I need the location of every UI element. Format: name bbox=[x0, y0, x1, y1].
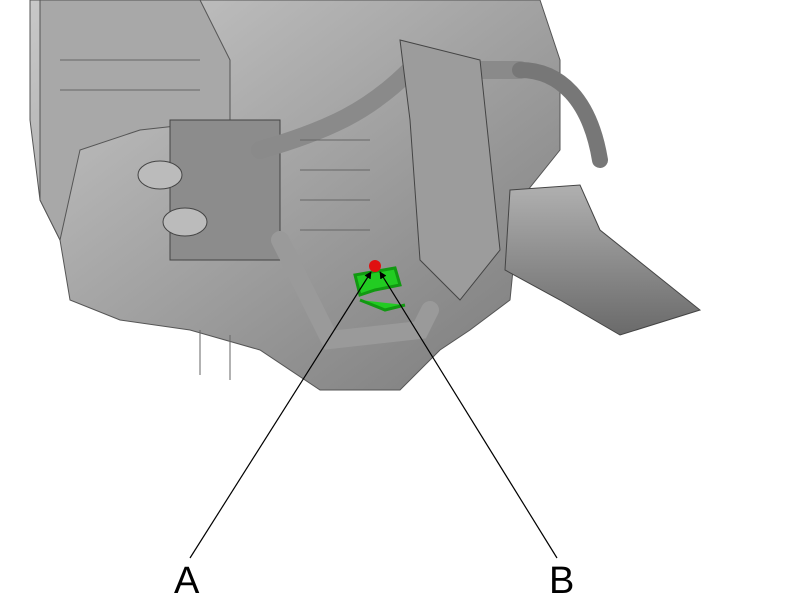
leader-line-b bbox=[379, 271, 558, 559]
refrigerant-pipe bbox=[271, 231, 439, 350]
callout-label-b: B bbox=[549, 560, 575, 601]
leader-line-a bbox=[189, 271, 372, 559]
mounting-bracket bbox=[399, 39, 501, 301]
callout-label-a: A bbox=[174, 560, 200, 601]
housing-ribs bbox=[60, 59, 370, 380]
pipe-fitting bbox=[137, 160, 183, 190]
air-duct bbox=[504, 184, 702, 336]
highlighted-point bbox=[369, 260, 381, 272]
drain-hose bbox=[512, 62, 608, 168]
refrigerant-pipe bbox=[251, 61, 529, 159]
pipe-fitting bbox=[162, 207, 208, 237]
